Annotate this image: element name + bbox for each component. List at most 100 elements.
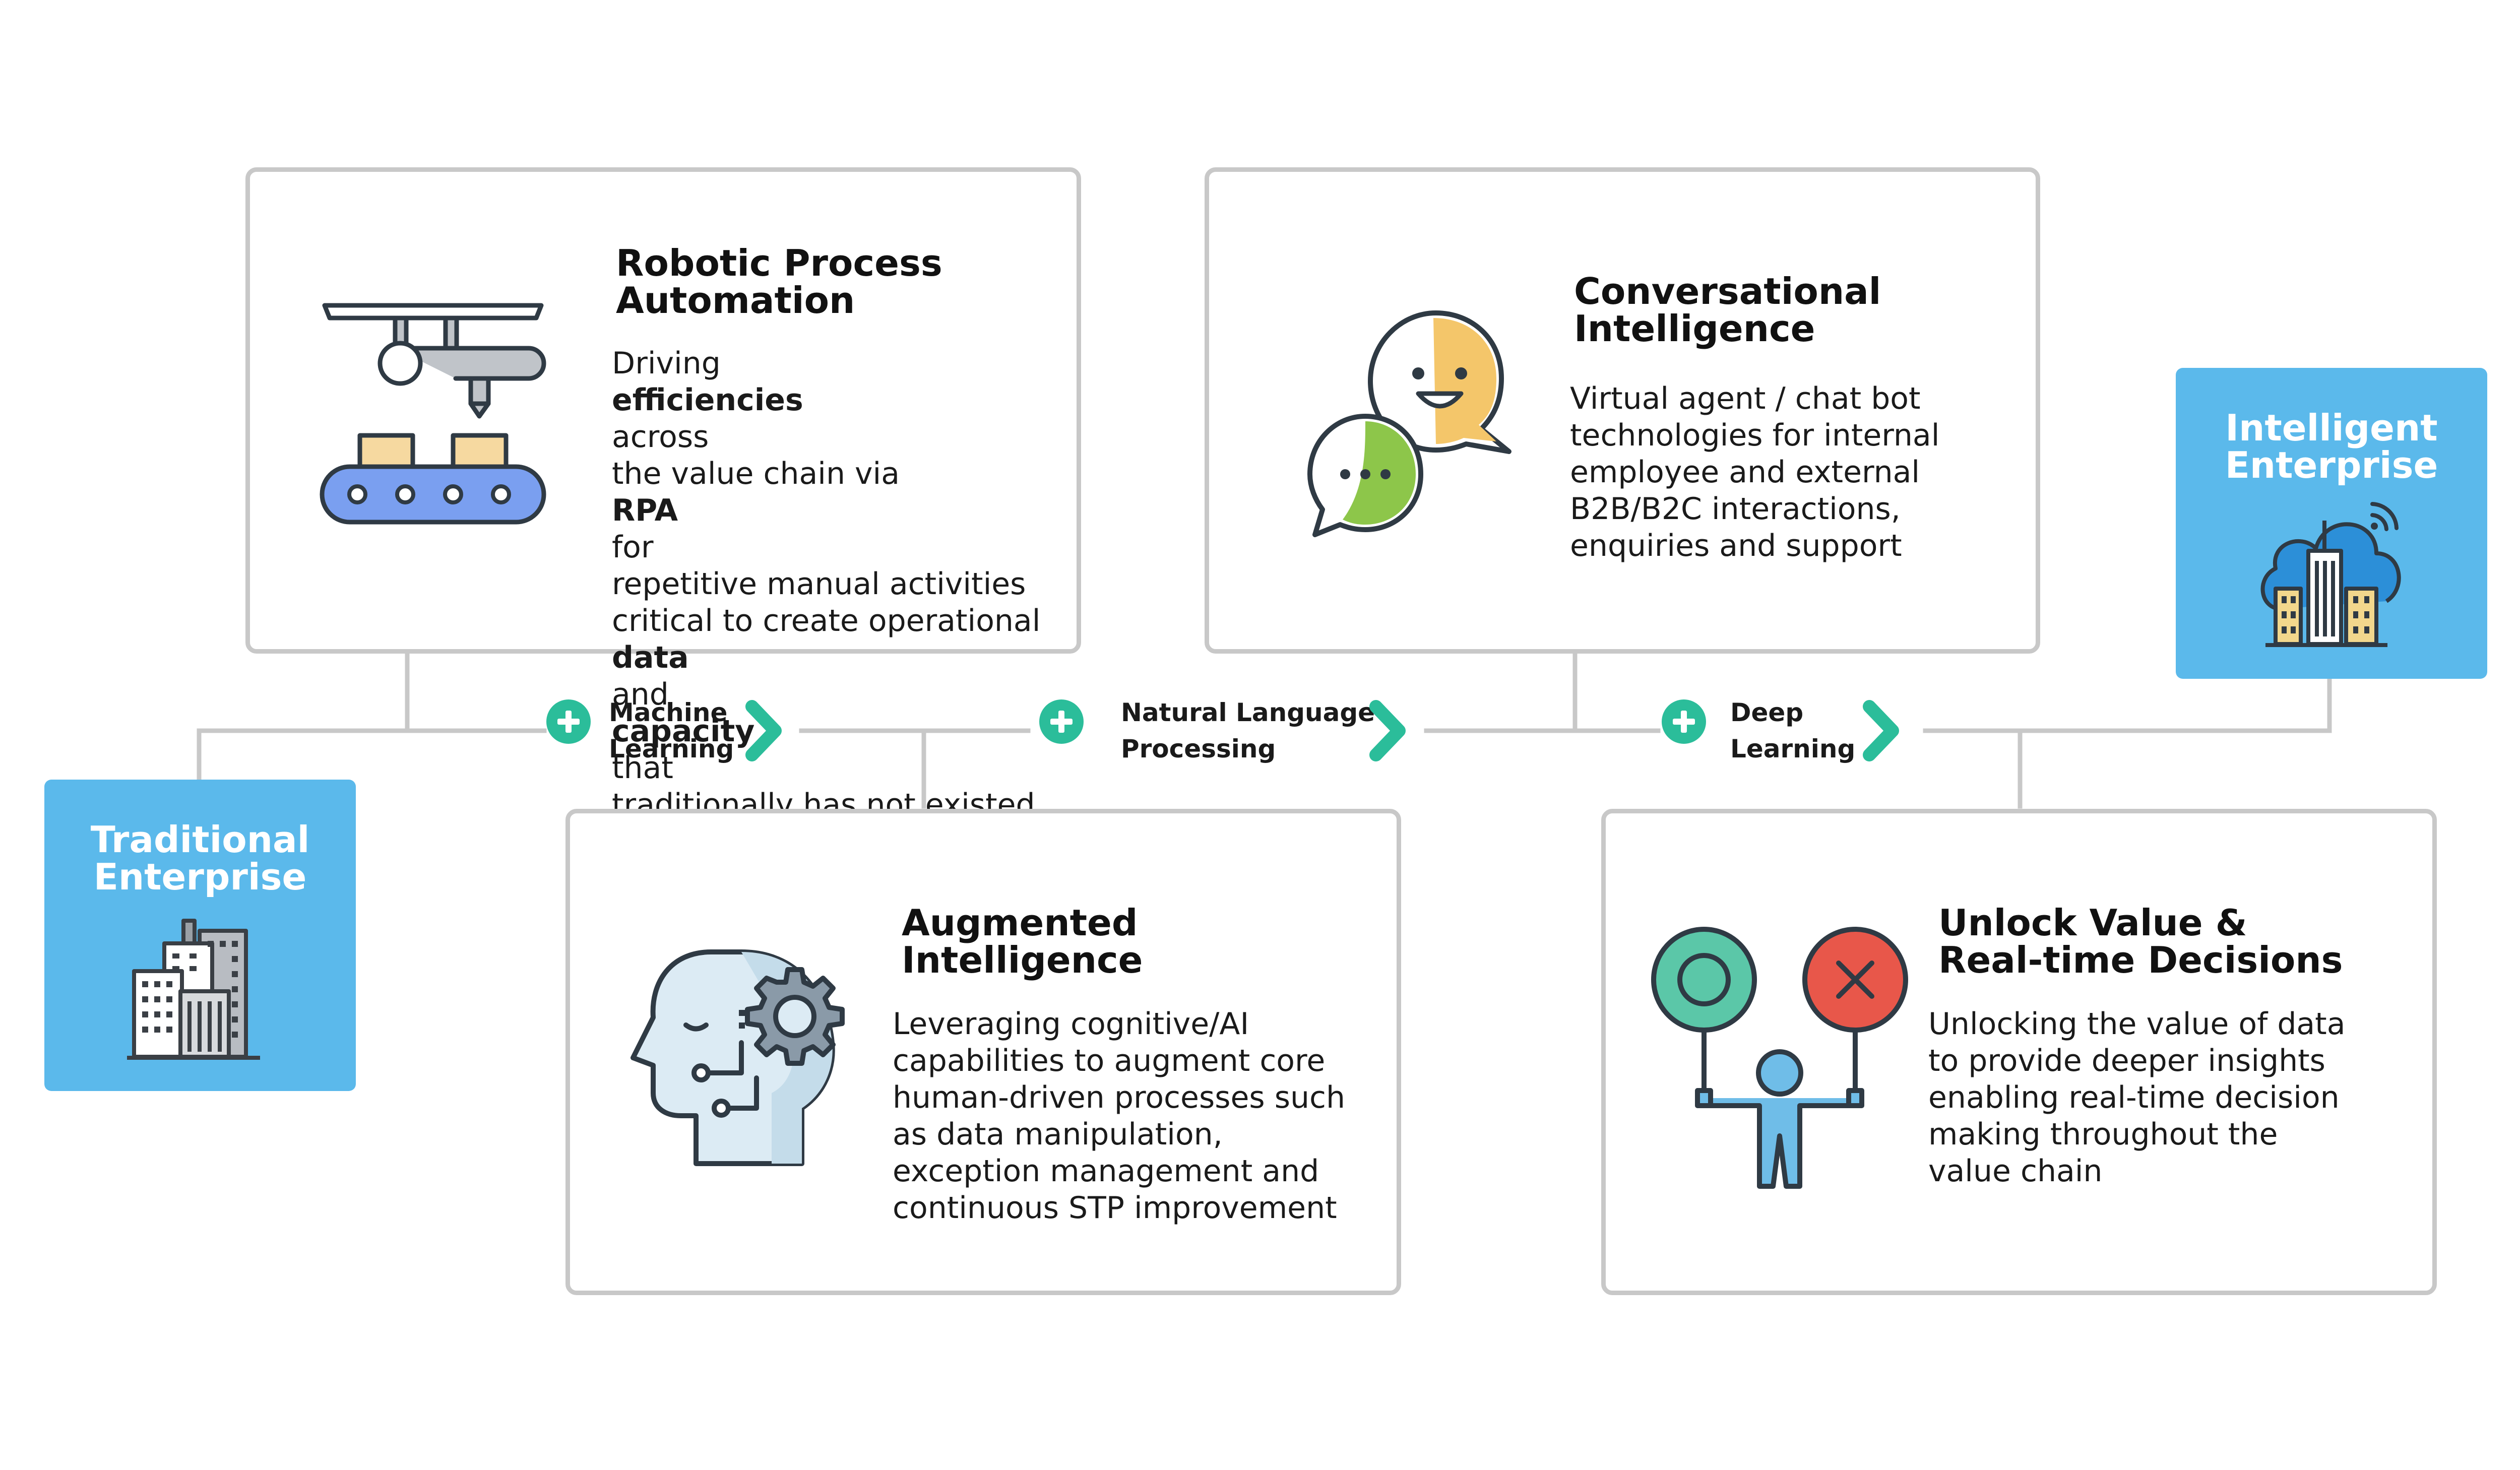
plus-circle-icon xyxy=(1039,699,1084,744)
chevron-right-icon xyxy=(1369,700,1406,761)
description-line: continuous STP improvement xyxy=(893,1190,1345,1227)
tech-machine-learning: Machine Learning xyxy=(545,694,797,770)
description-line: making throughout the xyxy=(1928,1116,2345,1153)
tech-label-line-1: Natural Language xyxy=(1121,698,1375,727)
augmented-title-line-1: Augmented xyxy=(902,902,1138,944)
unlock-title-line-1: Unlock Value & xyxy=(1938,902,2247,944)
description-line: Unlocking the value of data xyxy=(1928,1006,2345,1043)
text-run: enabling real-time decision xyxy=(1928,1080,2340,1115)
conversational-card: Conversational Intelligence Virtual agen… xyxy=(1205,167,2040,654)
intelligent-enterprise-label: Intelligent Enterprise xyxy=(2176,409,2487,484)
plus-circle-icon xyxy=(546,699,591,744)
text-run: across xyxy=(612,419,709,455)
text-run: enquiries and support xyxy=(1570,528,1902,563)
tech-label-line-2: Learning xyxy=(609,734,734,763)
emphasis-text: capacity xyxy=(612,714,755,749)
intelligent-enterprise-box: Intelligent Enterprise xyxy=(2176,368,2487,679)
tech-label: Machine Learning xyxy=(609,694,734,767)
text-run: for xyxy=(612,530,654,565)
tech-deep-learning: Deep Learning xyxy=(1661,694,1923,770)
description-line: Leveraging cognitive/AI xyxy=(893,1006,1345,1043)
unlock-card: Unlock Value & Real-time Decisions Unloc… xyxy=(1601,809,2437,1295)
description-line: capabilities to augment core xyxy=(893,1043,1345,1079)
text-run: Virtual agent / chat bot xyxy=(1570,381,1921,416)
tech-natural-language-processing: Natural Language Processing xyxy=(1038,694,1421,770)
text-run: technologies for internal xyxy=(1570,418,1940,453)
text-run: Leveraging cognitive/AI xyxy=(893,1006,1249,1042)
person-holding-signs-icon xyxy=(1651,927,1908,1189)
text-run: value chain xyxy=(1928,1154,2103,1189)
description-line: exception management and xyxy=(893,1153,1345,1190)
unlock-title-line-2: Real-time Decisions xyxy=(1938,939,2343,981)
rpa-title-line-2: Automation xyxy=(616,279,855,322)
description-line: repetitive manual activities xyxy=(612,566,1040,603)
tech-label-line-1: Deep xyxy=(1730,698,1804,727)
emphasis-text: RPA xyxy=(612,493,678,528)
description-line: B2B/B2C interactions, xyxy=(1570,491,1939,528)
tech-label-line-2: Processing xyxy=(1121,734,1276,763)
traditional-enterprise-label: Traditional Enterprise xyxy=(44,821,356,896)
text-run: exception management and xyxy=(893,1154,1319,1189)
rpa-title-line-1: Robotic Process xyxy=(616,242,942,284)
description-line: critical to create operational xyxy=(612,603,1040,640)
text-run: repetitive manual activities xyxy=(612,566,1026,602)
description-line: technologies for internal xyxy=(1570,417,1939,454)
conversational-title-line-1: Conversational xyxy=(1574,270,1881,312)
intelligent-label-line-1: Intelligent xyxy=(2225,407,2438,449)
description-line: enabling real-time decision xyxy=(1928,1079,2345,1116)
description-line: to provide deeper insights xyxy=(1928,1043,2345,1079)
traditional-label-line-1: Traditional xyxy=(90,818,310,861)
text-run: making throughout the xyxy=(1928,1117,2278,1152)
text-run: capabilities to augment core xyxy=(893,1043,1326,1078)
text-run: continuous STP improvement xyxy=(893,1190,1337,1226)
tech-label: Natural Language Processing xyxy=(1121,694,1375,767)
text-run: the value chain via xyxy=(612,456,900,491)
augmented-title-line-2: Intelligence xyxy=(902,939,1143,981)
unlock-title: Unlock Value & Real-time Decisions xyxy=(1938,904,2343,979)
description-line: human-driven processes such xyxy=(893,1079,1345,1116)
chevron-right-icon xyxy=(1863,700,1899,761)
description-line: Virtual agent / chat bot xyxy=(1570,380,1939,417)
traditional-label-line-2: Enterprise xyxy=(93,856,307,898)
robotic-arm-conveyor-icon xyxy=(320,303,546,525)
description-line: as data manipulation, xyxy=(893,1116,1345,1153)
augmented-card: Augmented Intelligence Leveraging cognit… xyxy=(565,809,1401,1295)
emphasis-text: data xyxy=(612,640,689,675)
rpa-card: Robotic Process Automation Driving effic… xyxy=(245,167,1081,822)
chevron-right-icon xyxy=(745,700,782,761)
text-run: as data manipulation, xyxy=(893,1117,1223,1152)
chat-bubbles-icon xyxy=(1307,310,1511,537)
city-buildings-icon xyxy=(127,919,260,1060)
text-run: and xyxy=(612,677,669,712)
head-gear-brain-icon xyxy=(631,949,845,1166)
description-line: enquiries and support xyxy=(1570,528,1939,564)
traditional-enterprise-box: Traditional Enterprise xyxy=(44,780,356,1091)
tech-label: Deep Learning xyxy=(1730,694,1855,767)
conversational-title-line-2: Intelligence xyxy=(1574,307,1815,350)
emphasis-text: efficiencies xyxy=(612,382,803,418)
augmented-title: Augmented Intelligence xyxy=(902,904,1143,979)
text-run: critical to create operational xyxy=(612,603,1041,638)
text-run: human-driven processes such xyxy=(893,1080,1346,1115)
description-line: employee and external xyxy=(1570,454,1939,491)
text-run: employee and external xyxy=(1570,455,1920,490)
plus-circle-icon xyxy=(1662,699,1706,744)
conversational-title: Conversational Intelligence xyxy=(1574,273,1881,347)
cloud-city-wifi-icon xyxy=(2260,502,2401,647)
intelligent-label-line-2: Enterprise xyxy=(2225,444,2438,486)
description-line: data and capacity that xyxy=(612,640,1040,787)
tech-label-line-1: Machine xyxy=(609,698,728,727)
description-line: Driving efficiencies across xyxy=(612,345,1040,456)
text-run: to provide deeper insights xyxy=(1928,1043,2325,1078)
description-line: the value chain via RPA for xyxy=(612,456,1040,566)
rpa-title: Robotic Process Automation xyxy=(616,244,942,319)
text-run: that xyxy=(612,750,673,786)
text-run: Driving xyxy=(612,346,721,381)
text-run: B2B/B2C interactions, xyxy=(1570,491,1901,527)
tech-label-line-2: Learning xyxy=(1730,734,1856,763)
description-line: value chain xyxy=(1928,1153,2345,1190)
